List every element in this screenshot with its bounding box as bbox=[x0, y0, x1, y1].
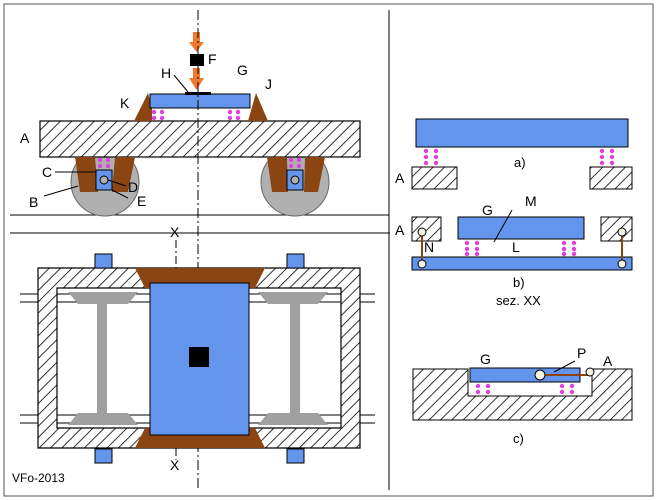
caption-c: c) bbox=[513, 431, 524, 446]
label-c: C bbox=[42, 164, 52, 180]
label-d: D bbox=[128, 179, 138, 195]
body-g bbox=[149, 93, 251, 109]
label-a-side: A bbox=[20, 130, 30, 146]
force-arrow-f bbox=[189, 32, 204, 90]
wheelset-right bbox=[258, 292, 328, 425]
body-g-b bbox=[457, 216, 585, 240]
pad-h bbox=[185, 92, 211, 95]
label-a-panel-a: A bbox=[395, 170, 405, 186]
block-bottom-right bbox=[286, 448, 305, 464]
label-b: B bbox=[29, 194, 38, 210]
pin-p bbox=[534, 369, 546, 381]
axle-right bbox=[290, 175, 300, 185]
side-view bbox=[39, 32, 361, 217]
load-point-f bbox=[189, 347, 209, 367]
axlebox-left-b bbox=[75, 157, 98, 192]
signature: VFo-2013 bbox=[12, 471, 65, 485]
pin-right-bottom bbox=[617, 259, 627, 269]
frame-b-left bbox=[411, 216, 442, 242]
beam-l bbox=[411, 256, 633, 271]
label-l: L bbox=[512, 239, 520, 255]
axlebox-right-1 bbox=[267, 157, 288, 192]
labels: F H G J K A C B D E X X A a) A G M N L b… bbox=[12, 51, 613, 485]
label-h: H bbox=[161, 65, 171, 81]
label-x-top: X bbox=[170, 224, 180, 240]
springs-g-side bbox=[151, 109, 241, 121]
support-k bbox=[134, 93, 152, 121]
wheelset-left bbox=[68, 292, 138, 425]
outer-frame bbox=[3, 3, 654, 497]
frame-a-right bbox=[589, 166, 633, 190]
panel-a bbox=[411, 118, 633, 190]
label-n: N bbox=[424, 239, 434, 255]
leader-p bbox=[553, 360, 576, 373]
panel-c bbox=[412, 360, 633, 421]
axle-left-d bbox=[99, 175, 109, 185]
pin-left-top bbox=[417, 227, 427, 237]
top-view bbox=[20, 253, 375, 464]
pin-right-top bbox=[617, 227, 627, 237]
support-j bbox=[248, 93, 268, 121]
caption-b: b) bbox=[513, 275, 525, 290]
label-g-panel-b: G bbox=[482, 202, 493, 218]
caption-a: a) bbox=[514, 155, 526, 170]
frame-b-right bbox=[600, 216, 633, 242]
label-g-panel-c: G bbox=[480, 351, 491, 367]
label-p: P bbox=[577, 345, 586, 361]
label-a-panel-b: A bbox=[395, 222, 405, 238]
label-g-side: G bbox=[237, 62, 248, 78]
block-top-left bbox=[94, 253, 113, 269]
label-e: E bbox=[137, 193, 146, 209]
body-a bbox=[415, 118, 629, 148]
springs-b bbox=[464, 240, 577, 257]
axlebox-right-2 bbox=[304, 157, 325, 192]
panel-b bbox=[411, 209, 633, 271]
leader-lines-side bbox=[43, 74, 189, 199]
block-bottom-left bbox=[94, 448, 113, 464]
label-x-bottom: X bbox=[170, 457, 180, 473]
label-a-panel-c: A bbox=[603, 353, 613, 369]
label-f: F bbox=[208, 51, 217, 67]
leader-m bbox=[493, 209, 513, 243]
frame-a bbox=[39, 120, 361, 158]
frame-a-left bbox=[411, 166, 458, 190]
label-k: K bbox=[120, 95, 130, 111]
pin-a bbox=[585, 367, 595, 377]
caption-section: sez. XX bbox=[496, 293, 541, 308]
label-m: M bbox=[525, 193, 537, 209]
block-top-right bbox=[286, 253, 305, 269]
pin-left-bottom bbox=[417, 259, 427, 269]
label-j: J bbox=[265, 76, 272, 92]
springs-c bbox=[475, 383, 575, 395]
